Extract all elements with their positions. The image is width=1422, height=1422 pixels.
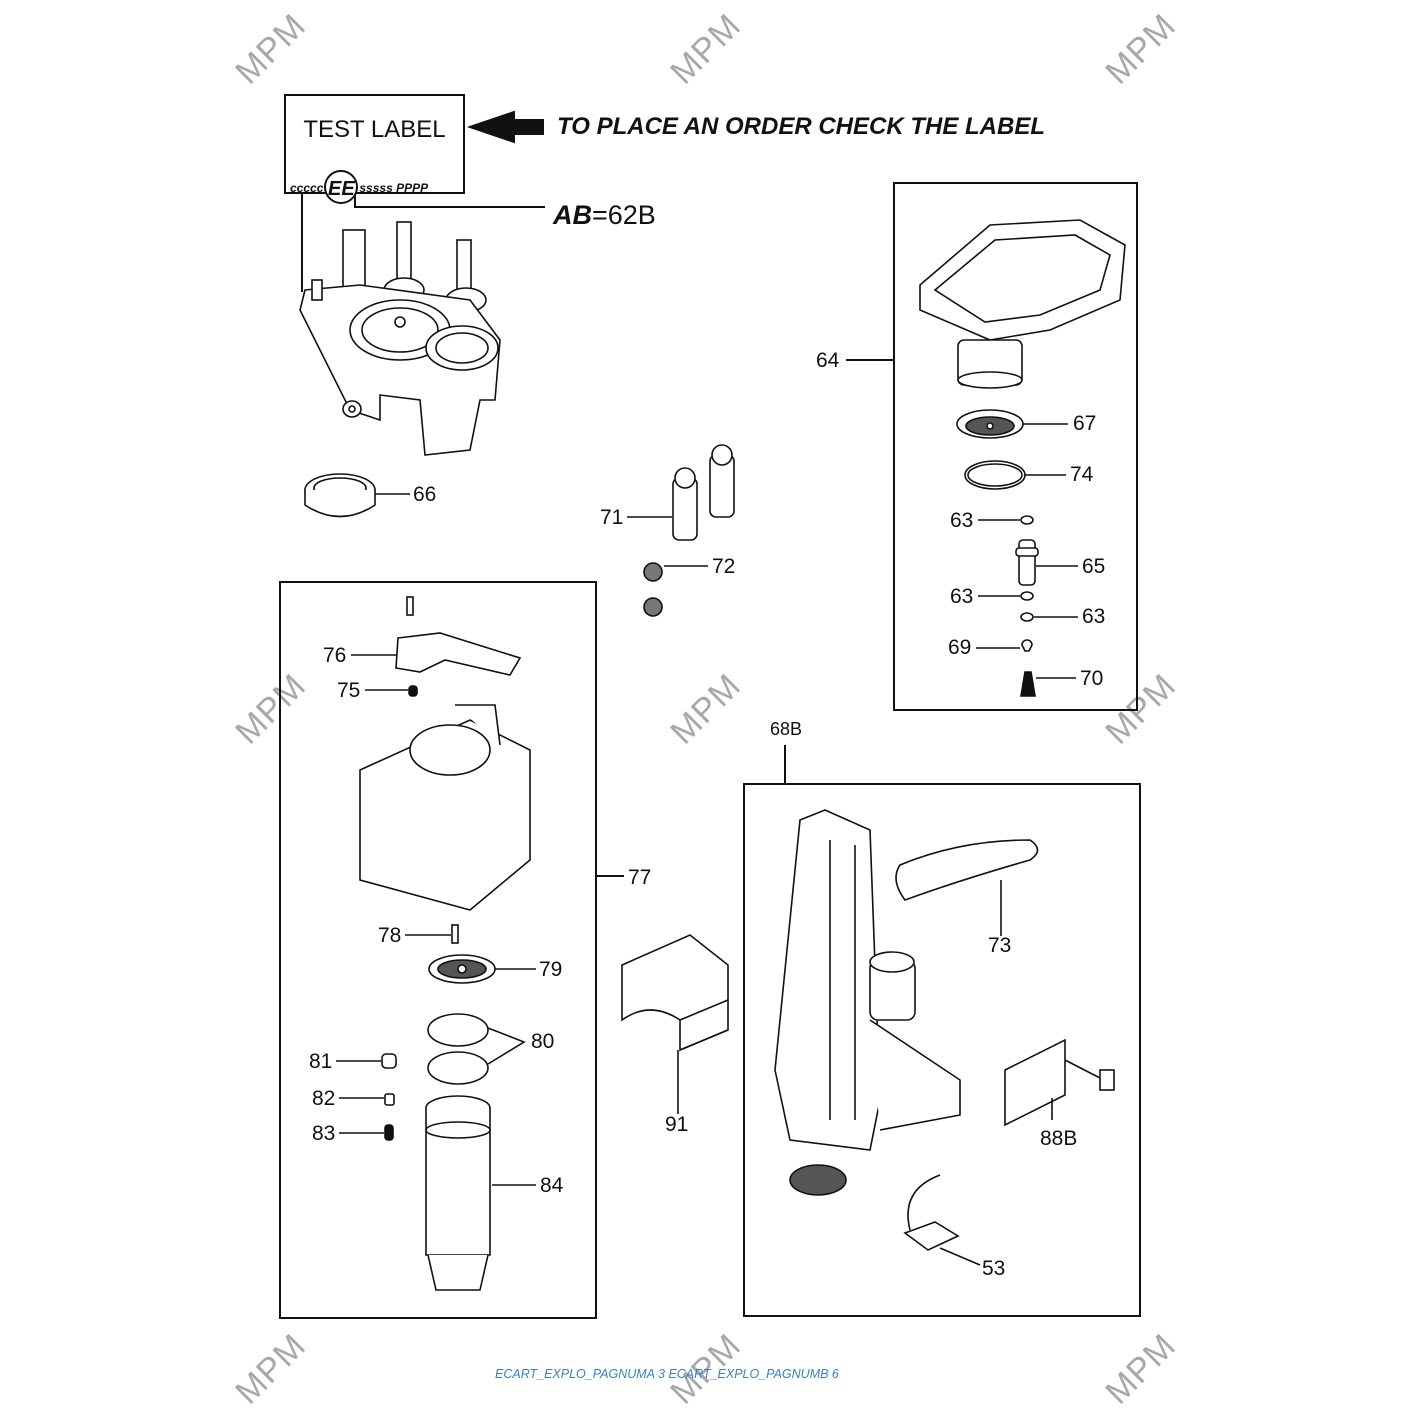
part-number-91: 91 xyxy=(665,1113,689,1136)
part-number-75: 75 xyxy=(337,679,361,702)
part-68b-sketch xyxy=(774,809,961,1196)
part-71-sketch xyxy=(672,444,735,541)
label-code-circle: EE xyxy=(324,170,359,204)
part-number-74: 74 xyxy=(1070,463,1094,486)
part-80-sketch xyxy=(427,1051,489,1085)
ab-leader-line xyxy=(354,194,545,208)
part-75-sketch xyxy=(408,685,418,697)
part-63-sketch xyxy=(1020,612,1034,622)
group-64-box xyxy=(893,182,1138,711)
brew-housing-part xyxy=(299,221,501,456)
part-number-71: 71 xyxy=(600,506,624,529)
part-78-sketch xyxy=(451,924,459,944)
ab-value: =62B xyxy=(592,200,656,230)
part-82-sketch xyxy=(384,1093,395,1106)
part-83-sketch xyxy=(384,1124,394,1141)
part-53-sketch xyxy=(903,1174,960,1251)
part-number-76: 76 xyxy=(323,644,347,667)
part-69-sketch xyxy=(1021,639,1033,652)
part-number-78: 78 xyxy=(378,924,402,947)
part-88b-sketch xyxy=(1004,1038,1115,1127)
part-number-79: 79 xyxy=(539,958,563,981)
part-number-81: 81 xyxy=(309,1050,333,1073)
part-70-sketch xyxy=(1020,671,1036,697)
part-number-66: 66 xyxy=(413,483,437,506)
part-number-63: 63 xyxy=(1082,605,1106,628)
part-63-sketch xyxy=(1020,591,1034,601)
leader-53 xyxy=(939,1247,981,1266)
leader-80 xyxy=(487,1027,526,1065)
part-81-sketch xyxy=(381,1053,397,1069)
label-code-suffix: sssss xyxy=(359,181,393,196)
page-footer: ECART_EXPLO_PAGNUMA 3 ECART_EXPLO_PAGNUM… xyxy=(495,1367,839,1381)
part-number-65: 65 xyxy=(1082,555,1106,578)
part-77-body-sketch xyxy=(359,704,531,911)
part-91-sketch xyxy=(621,934,729,1052)
part-65-sketch xyxy=(1015,539,1039,586)
part-73-sketch xyxy=(895,839,1039,901)
part-number-72: 72 xyxy=(712,555,736,578)
part-number-63: 63 xyxy=(950,509,974,532)
part-number-88b: 88B xyxy=(1040,1127,1078,1150)
part-number-63: 63 xyxy=(950,585,974,608)
screw-sketch xyxy=(406,596,414,616)
group-77-box xyxy=(279,581,597,1319)
part-number-67: 67 xyxy=(1073,412,1097,435)
part-number-70: 70 xyxy=(1080,667,1104,690)
part-number-80: 80 xyxy=(531,1030,555,1053)
group-number-68b: 68B xyxy=(770,719,803,739)
part-63-sketch xyxy=(1020,515,1034,525)
part-74-sketch xyxy=(964,460,1026,490)
part-number-69: 69 xyxy=(948,636,972,659)
part-number-82: 82 xyxy=(312,1087,336,1110)
group-68b-box xyxy=(743,783,1141,1317)
part-number-73: 73 xyxy=(988,934,1012,957)
part-76-sketch xyxy=(395,632,522,676)
label-code-tail: PPPP xyxy=(396,181,429,196)
label-code-prefix: ccccc xyxy=(290,181,324,196)
ab-note: AB=62B xyxy=(553,200,656,231)
arrow-left-icon xyxy=(466,110,544,144)
part-66-sketch xyxy=(304,473,376,518)
part-84-sketch xyxy=(425,1095,491,1291)
part-72-sketch xyxy=(643,562,663,617)
part-79-sketch xyxy=(428,954,496,984)
part-number-53: 53 xyxy=(982,1257,1006,1280)
part-number-83: 83 xyxy=(312,1122,336,1145)
group-number-77: 77 xyxy=(628,866,652,889)
part-64-sketch xyxy=(919,219,1126,389)
part-80-sketch xyxy=(427,1013,489,1047)
ab-key: AB xyxy=(553,200,592,230)
part-number-84: 84 xyxy=(540,1174,564,1197)
label-title: TEST LABEL xyxy=(303,116,446,143)
group-number-64: 64 xyxy=(816,349,840,372)
order-instruction: TO PLACE AN ORDER CHECK THE LABEL xyxy=(557,113,1046,140)
part-67-sketch xyxy=(956,409,1024,439)
